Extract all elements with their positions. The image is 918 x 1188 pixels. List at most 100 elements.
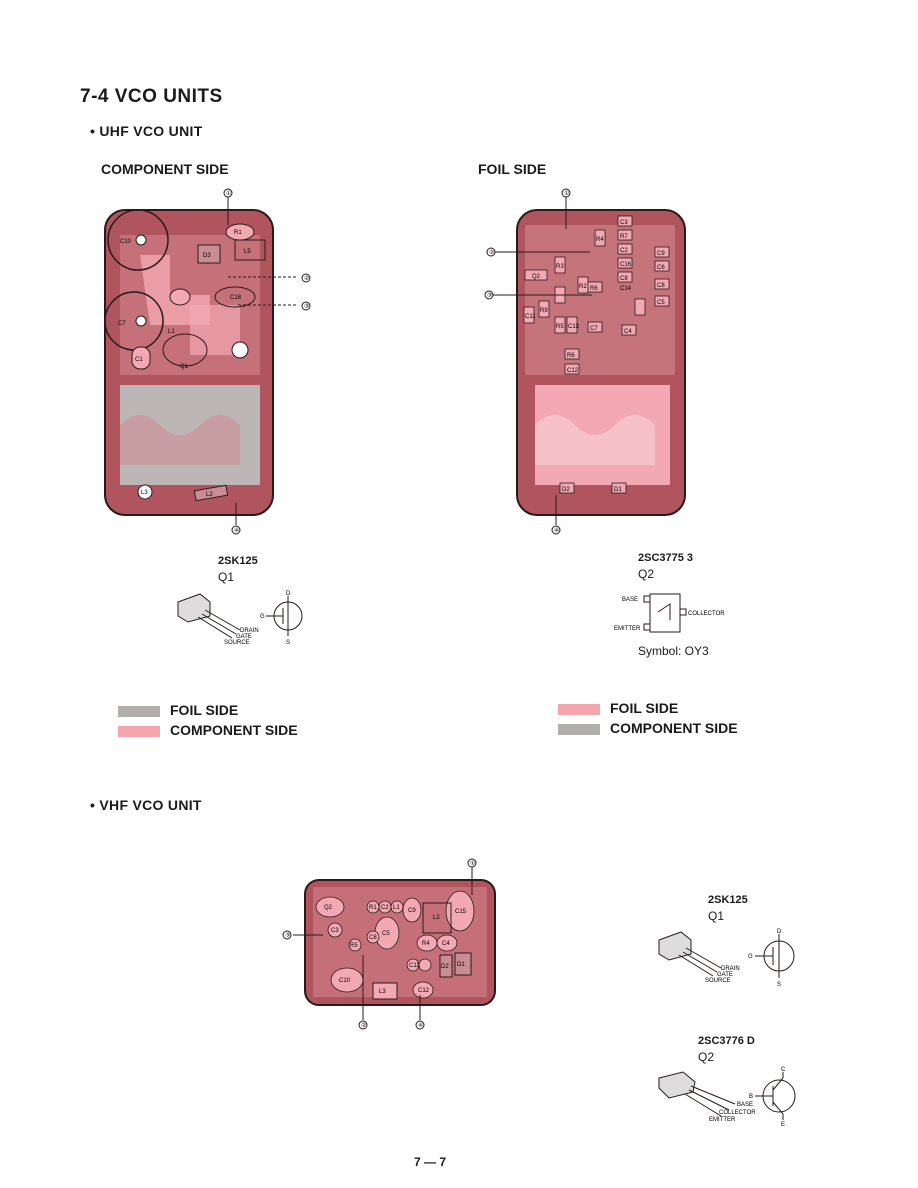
section-title: 7-4 VCO UNITS — [80, 86, 223, 107]
legend-right-foil: FOIL SIDE — [610, 700, 679, 716]
vhf-q2-pin-collector: COLLECTOR — [719, 1110, 756, 1116]
uhf-q1-pin-source: SOURCE — [224, 640, 250, 646]
vhf-q2-ref: Q2 — [698, 1050, 715, 1064]
vhf-part: C10 — [339, 978, 351, 984]
uhf-foil-part: R9 — [540, 308, 548, 314]
vhf-part: C5 — [382, 931, 390, 937]
component-side-label: COMPONENT SIDE — [101, 161, 229, 177]
vhf-part: R1 — [369, 905, 377, 911]
vhf-q1-pin-gate: GATE — [717, 972, 733, 978]
legend-right-swatch-foil — [558, 704, 600, 715]
uhf-foil-part: R2 — [579, 284, 587, 290]
uhf-foil-part: D1 — [614, 487, 622, 493]
uhf-foil-part: C16 — [620, 262, 632, 268]
vhf-part: C4 — [442, 941, 450, 947]
uhf-foil-part: C11 — [525, 314, 536, 320]
vhf-q2-bjt-diagram: BASE COLLECTOR EMITTER C B E — [658, 1067, 796, 1128]
uhf-foil-part: C5 — [657, 300, 665, 306]
uhf-comp-part: C1 — [135, 357, 143, 363]
legend-left-swatch-component — [118, 726, 160, 737]
uhf-foil-part: C8 — [657, 283, 665, 289]
uhf-comp-part: L3 — [141, 490, 148, 496]
vhf-q2-part: 2SC3776 D — [698, 1035, 755, 1047]
vhf-part: L3 — [379, 989, 386, 995]
uhf-q1-pin-gate: GATE — [236, 634, 252, 640]
uhf-foil-part: R3 — [556, 264, 564, 270]
legend-right-swatch-component — [558, 724, 600, 735]
uhf-foil-part: C7 — [590, 326, 598, 332]
vhf-part: L1 — [393, 905, 400, 911]
uhf-q2-pin-collector: COLLECTOR — [688, 611, 725, 617]
uhf-comp-point-2: ② — [304, 275, 309, 282]
page-number: 7 — 7 — [414, 1155, 447, 1169]
vhf-q1-sym-d: D — [777, 929, 782, 935]
vhf-q1-part: 2SK125 — [708, 894, 748, 906]
vhf-q1-fet-diagram: DRAIN GATE SOURCE D G S — [658, 929, 795, 988]
uhf-foil-side-diagram: ① ② ③ ④ C3 R7 C2 R4 C9 C6 C16 C8 Q2 R3 C… — [484, 188, 686, 535]
uhf-foil-point-3: ③ — [487, 292, 492, 299]
vhf-point-3: ③ — [285, 932, 290, 939]
vhf-point-4: ④ — [418, 1022, 423, 1029]
uhf-q1-fet-diagram: DRAIN GATE SOURCE D G S — [177, 591, 303, 646]
legend-left-foil: FOIL SIDE — [170, 702, 239, 718]
uhf-q2-pin-emitter: EMITTER — [614, 626, 641, 632]
vhf-q2-sym-e: E — [781, 1122, 785, 1128]
uhf-q2-part: 2SC3775 3 — [638, 552, 694, 564]
uhf-q1-ref: Q1 — [218, 570, 235, 584]
legend-right-component: COMPONENT SIDE — [610, 720, 738, 736]
uhf-comp-part: C18 — [230, 295, 242, 301]
foil-side-label: FOIL SIDE — [478, 161, 547, 177]
legend-left-swatch-foil — [118, 706, 160, 717]
uhf-q2-ref: Q2 — [638, 567, 655, 581]
uhf-foil-part: C12 — [567, 368, 579, 374]
vhf-board-diagram: ① ② ③ ④ Q2 C3 R1 C2 L1 C9 L2 C15 C5 R5 C… — [282, 858, 496, 1030]
vhf-q1-ref: Q1 — [708, 909, 725, 923]
uhf-component-side-diagram: ① ② ③ ④ C10 D3 R1 L5 C18 C7 L1 Q1 C1 L2 … — [104, 188, 311, 535]
uhf-foil-part: C13 — [568, 324, 580, 330]
vhf-q2-pin-base: BASE — [737, 1102, 753, 1108]
vhf-point-1: ① — [470, 860, 475, 867]
uhf-comp-point-3: ③ — [304, 303, 309, 310]
uhf-q2-pin-base: BASE — [622, 597, 638, 603]
vhf-part: C2 — [381, 905, 389, 911]
uhf-foil-point-2: ② — [489, 249, 494, 256]
uhf-foil-part: C4 — [624, 329, 632, 335]
uhf-foil-part: Q2 — [532, 274, 541, 280]
uhf-q1-sym-d: D — [286, 591, 291, 597]
vhf-q1-pin-source: SOURCE — [705, 978, 731, 984]
vhf-q2-sym-b: B — [749, 1094, 753, 1100]
vhf-part: R4 — [422, 941, 430, 947]
vhf-part: L2 — [433, 915, 440, 921]
vhf-part: C9 — [408, 908, 416, 914]
uhf-q1-sym-g: G — [260, 614, 265, 620]
vhf-q2-sym-c: C — [781, 1067, 786, 1073]
legend-left-component: COMPONENT SIDE — [170, 722, 298, 738]
uhf-foil-part: R4 — [596, 237, 604, 243]
uhf-foil-part: C6 — [657, 265, 665, 271]
uhf-foil-part: C2 — [620, 248, 628, 254]
uhf-foil-point-1: ① — [564, 190, 569, 197]
uhf-comp-part: R1 — [234, 230, 242, 236]
uhf-q1-sym-s: S — [286, 640, 290, 646]
uhf-foil-part: C8 — [620, 276, 628, 282]
uhf-foil-part: R6 — [590, 286, 598, 292]
uhf-q2-package-diagram: BASE EMITTER COLLECTOR — [614, 593, 725, 633]
uhf-q1-pin-drain: DRAIN — [240, 628, 259, 634]
uhf-comp-part: Q1 — [180, 364, 189, 370]
uhf-foil-part: C9 — [657, 251, 665, 257]
uhf-foil-part: R6 — [567, 353, 575, 359]
vhf-q2-pin-emitter: EMITTER — [709, 1117, 736, 1123]
vhf-q1-sym-s: S — [777, 982, 781, 988]
uhf-foil-part: R5 — [556, 324, 564, 330]
uhf-foil-part: D2 — [562, 487, 570, 493]
vhf-part: C8 — [369, 935, 377, 941]
vhf-part: D2 — [441, 964, 449, 970]
uhf-foil-part: C14 — [620, 286, 632, 292]
uhf-comp-point-4: ④ — [234, 527, 239, 534]
uhf-q2-symbol: Symbol: OY3 — [638, 644, 709, 658]
uhf-q1-part: 2SK125 — [218, 555, 258, 567]
uhf-comp-part: L5 — [244, 249, 251, 255]
uhf-heading: • UHF VCO UNIT — [90, 123, 203, 139]
vhf-part: C11 — [409, 963, 420, 969]
vhf-q1-sym-g: G — [748, 954, 753, 960]
